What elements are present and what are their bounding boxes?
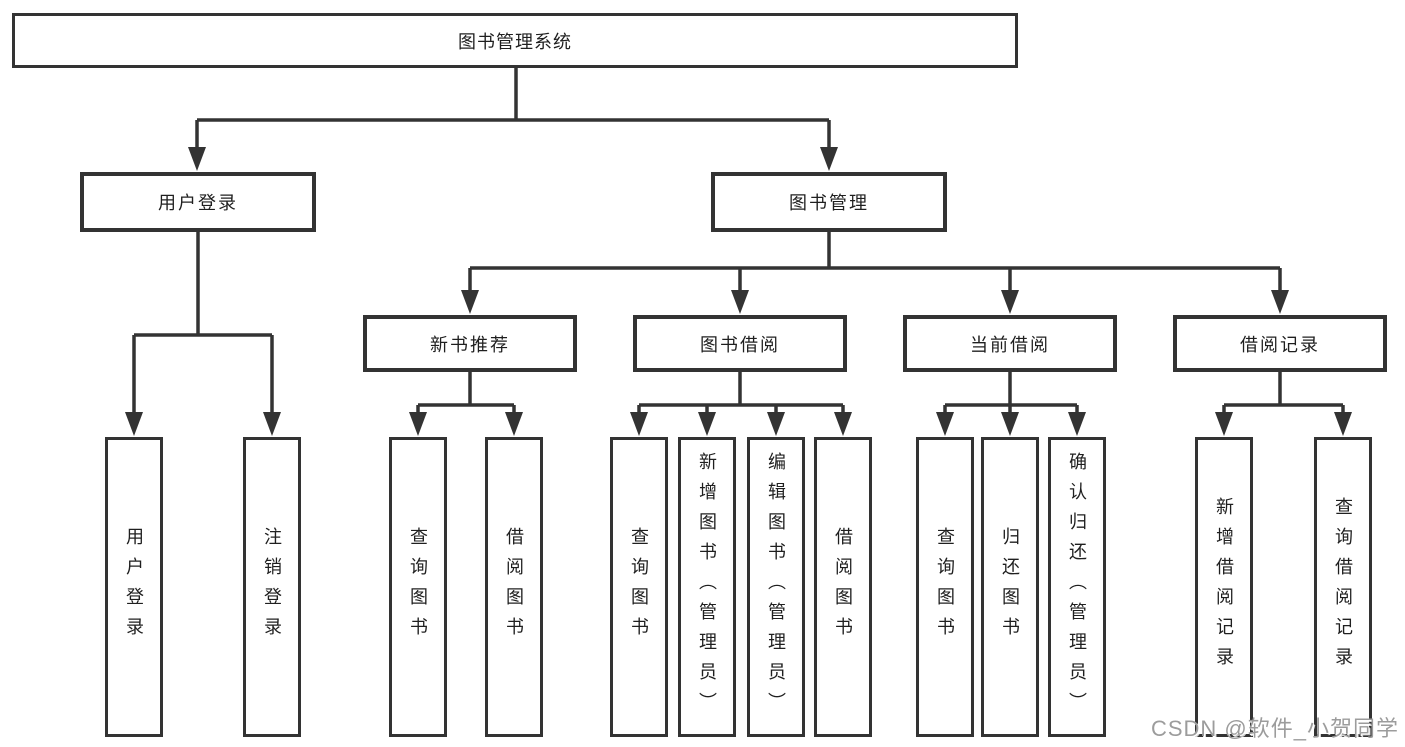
arrowhead [125, 412, 143, 436]
arrowhead [834, 412, 852, 436]
leaf-user-login: 用户登录 [105, 437, 163, 737]
arrowhead [936, 412, 954, 436]
leaf-label: 查询借阅记录 [1333, 497, 1353, 677]
connector-current-to-leaves [943, 372, 1079, 416]
leaf-return-books: 归还图书 [981, 437, 1039, 737]
arrowheads [125, 147, 1352, 436]
node-new-book-recommend: 新书推荐 [363, 315, 577, 372]
leaf-label: 归还图书 [1000, 527, 1020, 647]
leaf-label: 借阅图书 [504, 527, 524, 647]
leaf-label: 查询图书 [935, 527, 955, 647]
leaf-label: 用户登录 [124, 527, 144, 647]
leaf-add-books-admin: 新增图书（管理员） [678, 437, 736, 737]
arrowhead [820, 147, 838, 171]
leaf-label: 查询图书 [408, 527, 428, 647]
leaf-label: 注销登录 [262, 527, 282, 647]
leaf-label: 新增图书（管理员） [697, 452, 717, 722]
arrowhead [409, 412, 427, 436]
leaf-edit-books-admin: 编辑图书（管理员） [747, 437, 805, 737]
arrowhead [461, 290, 479, 314]
node-book-management: 图书管理 [711, 172, 947, 232]
leaf-label: 借阅图书 [833, 527, 853, 647]
connector-bookmgmt-to-level3 [468, 232, 1282, 294]
leaf-query-books-current: 查询图书 [916, 437, 974, 737]
node-user-login: 用户登录 [80, 172, 316, 232]
node-book-borrow: 图书借阅 [633, 315, 847, 372]
arrowhead [505, 412, 523, 436]
node-current-borrow: 当前借阅 [903, 315, 1117, 372]
leaf-label: 新增借阅记录 [1214, 497, 1234, 677]
leaf-logout: 注销登录 [243, 437, 301, 737]
connector-userlogin-to-leaves [132, 232, 274, 416]
csdn-watermark: CSDN @软件_小贺同学 [1150, 716, 1399, 741]
connector-records-to-leaves [1222, 372, 1345, 416]
arrowhead [698, 412, 716, 436]
leaf-label: 查询图书 [629, 527, 649, 647]
arrowhead [1001, 412, 1019, 436]
leaf-add-borrow-record: 新增借阅记录 [1195, 437, 1253, 737]
leaf-confirm-return-admin: 确认归还（管理员） [1048, 437, 1106, 737]
leaf-label: 确认归还（管理员） [1067, 452, 1087, 722]
arrowhead [1271, 290, 1289, 314]
arrowhead [1215, 412, 1233, 436]
arrowhead [1334, 412, 1352, 436]
arrowhead [731, 290, 749, 314]
connector-newbook-to-leaves [416, 372, 516, 416]
arrowhead [188, 147, 206, 171]
arrowhead [767, 412, 785, 436]
leaf-label: 编辑图书（管理员） [766, 452, 786, 722]
leaf-query-books-newbook: 查询图书 [389, 437, 447, 737]
arrowhead [263, 412, 281, 436]
leaf-query-books-borrow: 查询图书 [610, 437, 668, 737]
node-root-library-system: 图书管理系统 [12, 13, 1018, 68]
leaf-query-borrow-record: 查询借阅记录 [1314, 437, 1372, 737]
leaf-borrow-books: 借阅图书 [814, 437, 872, 737]
leaf-borrow-books-newbook: 借阅图书 [485, 437, 543, 737]
node-borrow-records: 借阅记录 [1173, 315, 1387, 372]
connector-root-to-level2 [195, 68, 831, 150]
connector-borrow-to-leaves [637, 372, 845, 416]
arrowhead [1068, 412, 1086, 436]
arrowhead [630, 412, 648, 436]
arrowhead [1001, 290, 1019, 314]
